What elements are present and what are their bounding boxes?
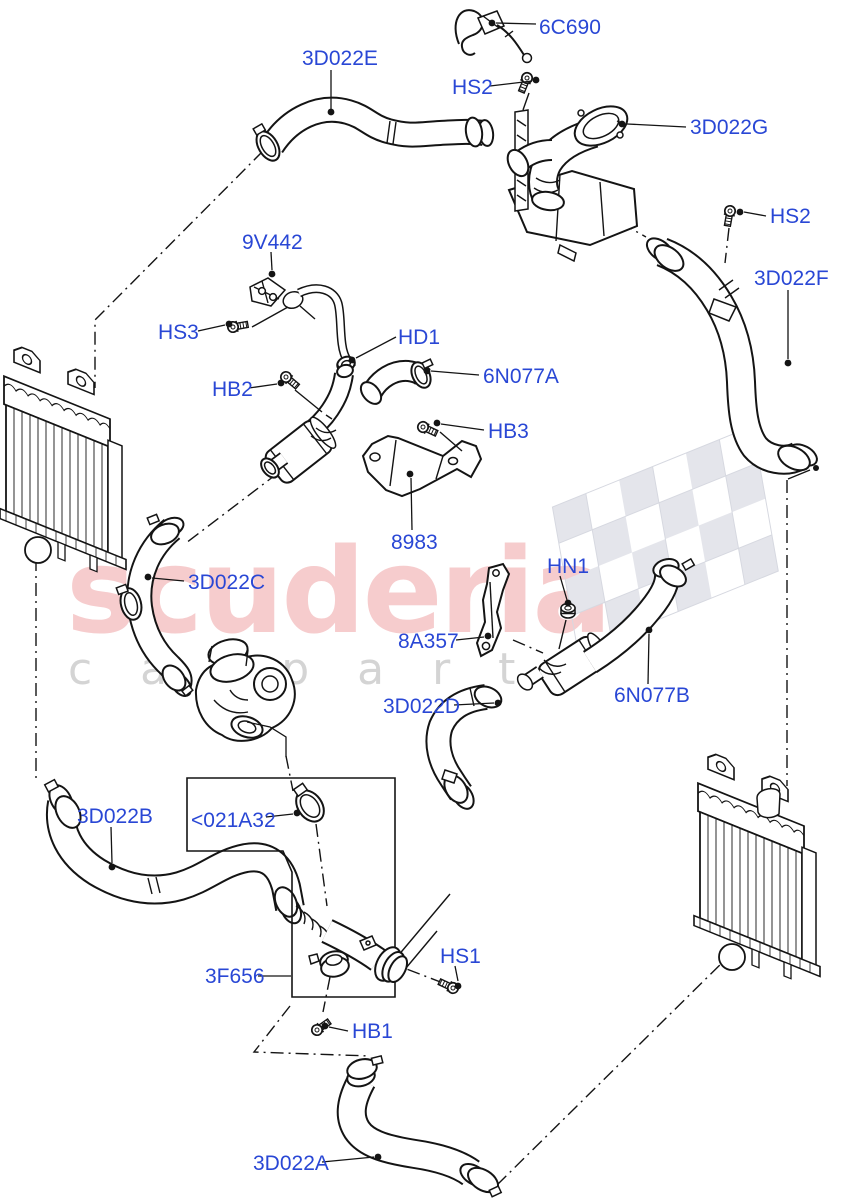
part-021a32-art [292,782,325,823]
part-3f656-art [295,893,451,984]
part-labels: 3D022E 6C690 HS2 3D022G HS2 3D022F 9V442… [77,16,829,1175]
label-9v442: 9V442 [242,231,303,254]
label-6n077a: 6N077A [483,365,559,388]
part-6c690-art [454,9,533,64]
label-3d022e: 3D022E [302,47,378,70]
label-3d022a: 3D022A [253,1152,329,1175]
part-3d022f-art [645,237,819,480]
label-hd1: HD1 [398,326,440,349]
label-3d022g: 3D022G [690,116,768,139]
label-hs3: HS3 [158,321,199,344]
callout-leaders [108,19,792,1163]
callout-box [186,777,396,998]
label-8983: 8983 [391,531,438,554]
label-hb3: HB3 [488,420,529,443]
hs2-right-bolt [721,204,738,228]
part-6n077a-art [359,358,434,405]
label-hb1: HB1 [352,1020,393,1043]
part-3d022g-art [506,92,639,263]
label-hn1: HN1 [547,555,589,578]
part-9v442-art [249,277,352,363]
label-3d022b: 3D022B [77,805,153,828]
part-6n077b-art [582,557,696,673]
part-3d022d-art [425,684,503,810]
label-hs2-top: HS2 [452,76,493,99]
part-3d022b-art [43,778,305,925]
right-intercooler-top-stub [756,787,781,819]
right-intercooler [693,744,821,994]
left-intercooler [0,337,127,587]
watermark-checkered-flag [551,425,779,653]
part-3d022c-art [115,513,194,698]
turbocharger-art [194,638,296,757]
label-3d022f: 3D022F [754,267,829,290]
part-8983-art [361,431,483,498]
part-3d022a-art [336,1054,503,1198]
label-8a357: 8A357 [398,630,459,653]
part-8a357-art [475,562,511,658]
label-3d022c: 3D022C [188,571,265,594]
center-y-duct-art [260,363,354,484]
label-hs2-right: HS2 [770,205,811,228]
label-hb2: HB2 [212,378,253,401]
part-3d022e-art [252,96,495,162]
label-6n077b: 6N077B [614,684,690,707]
label-3f656: 3F656 [205,965,265,988]
assembly-axis-lines [35,150,788,1186]
label-021a32: <021A32 [191,809,276,832]
label-3d022d: 3D022D [383,695,460,718]
label-hs1: HS1 [440,945,481,968]
label-6c690: 6C690 [539,16,601,39]
